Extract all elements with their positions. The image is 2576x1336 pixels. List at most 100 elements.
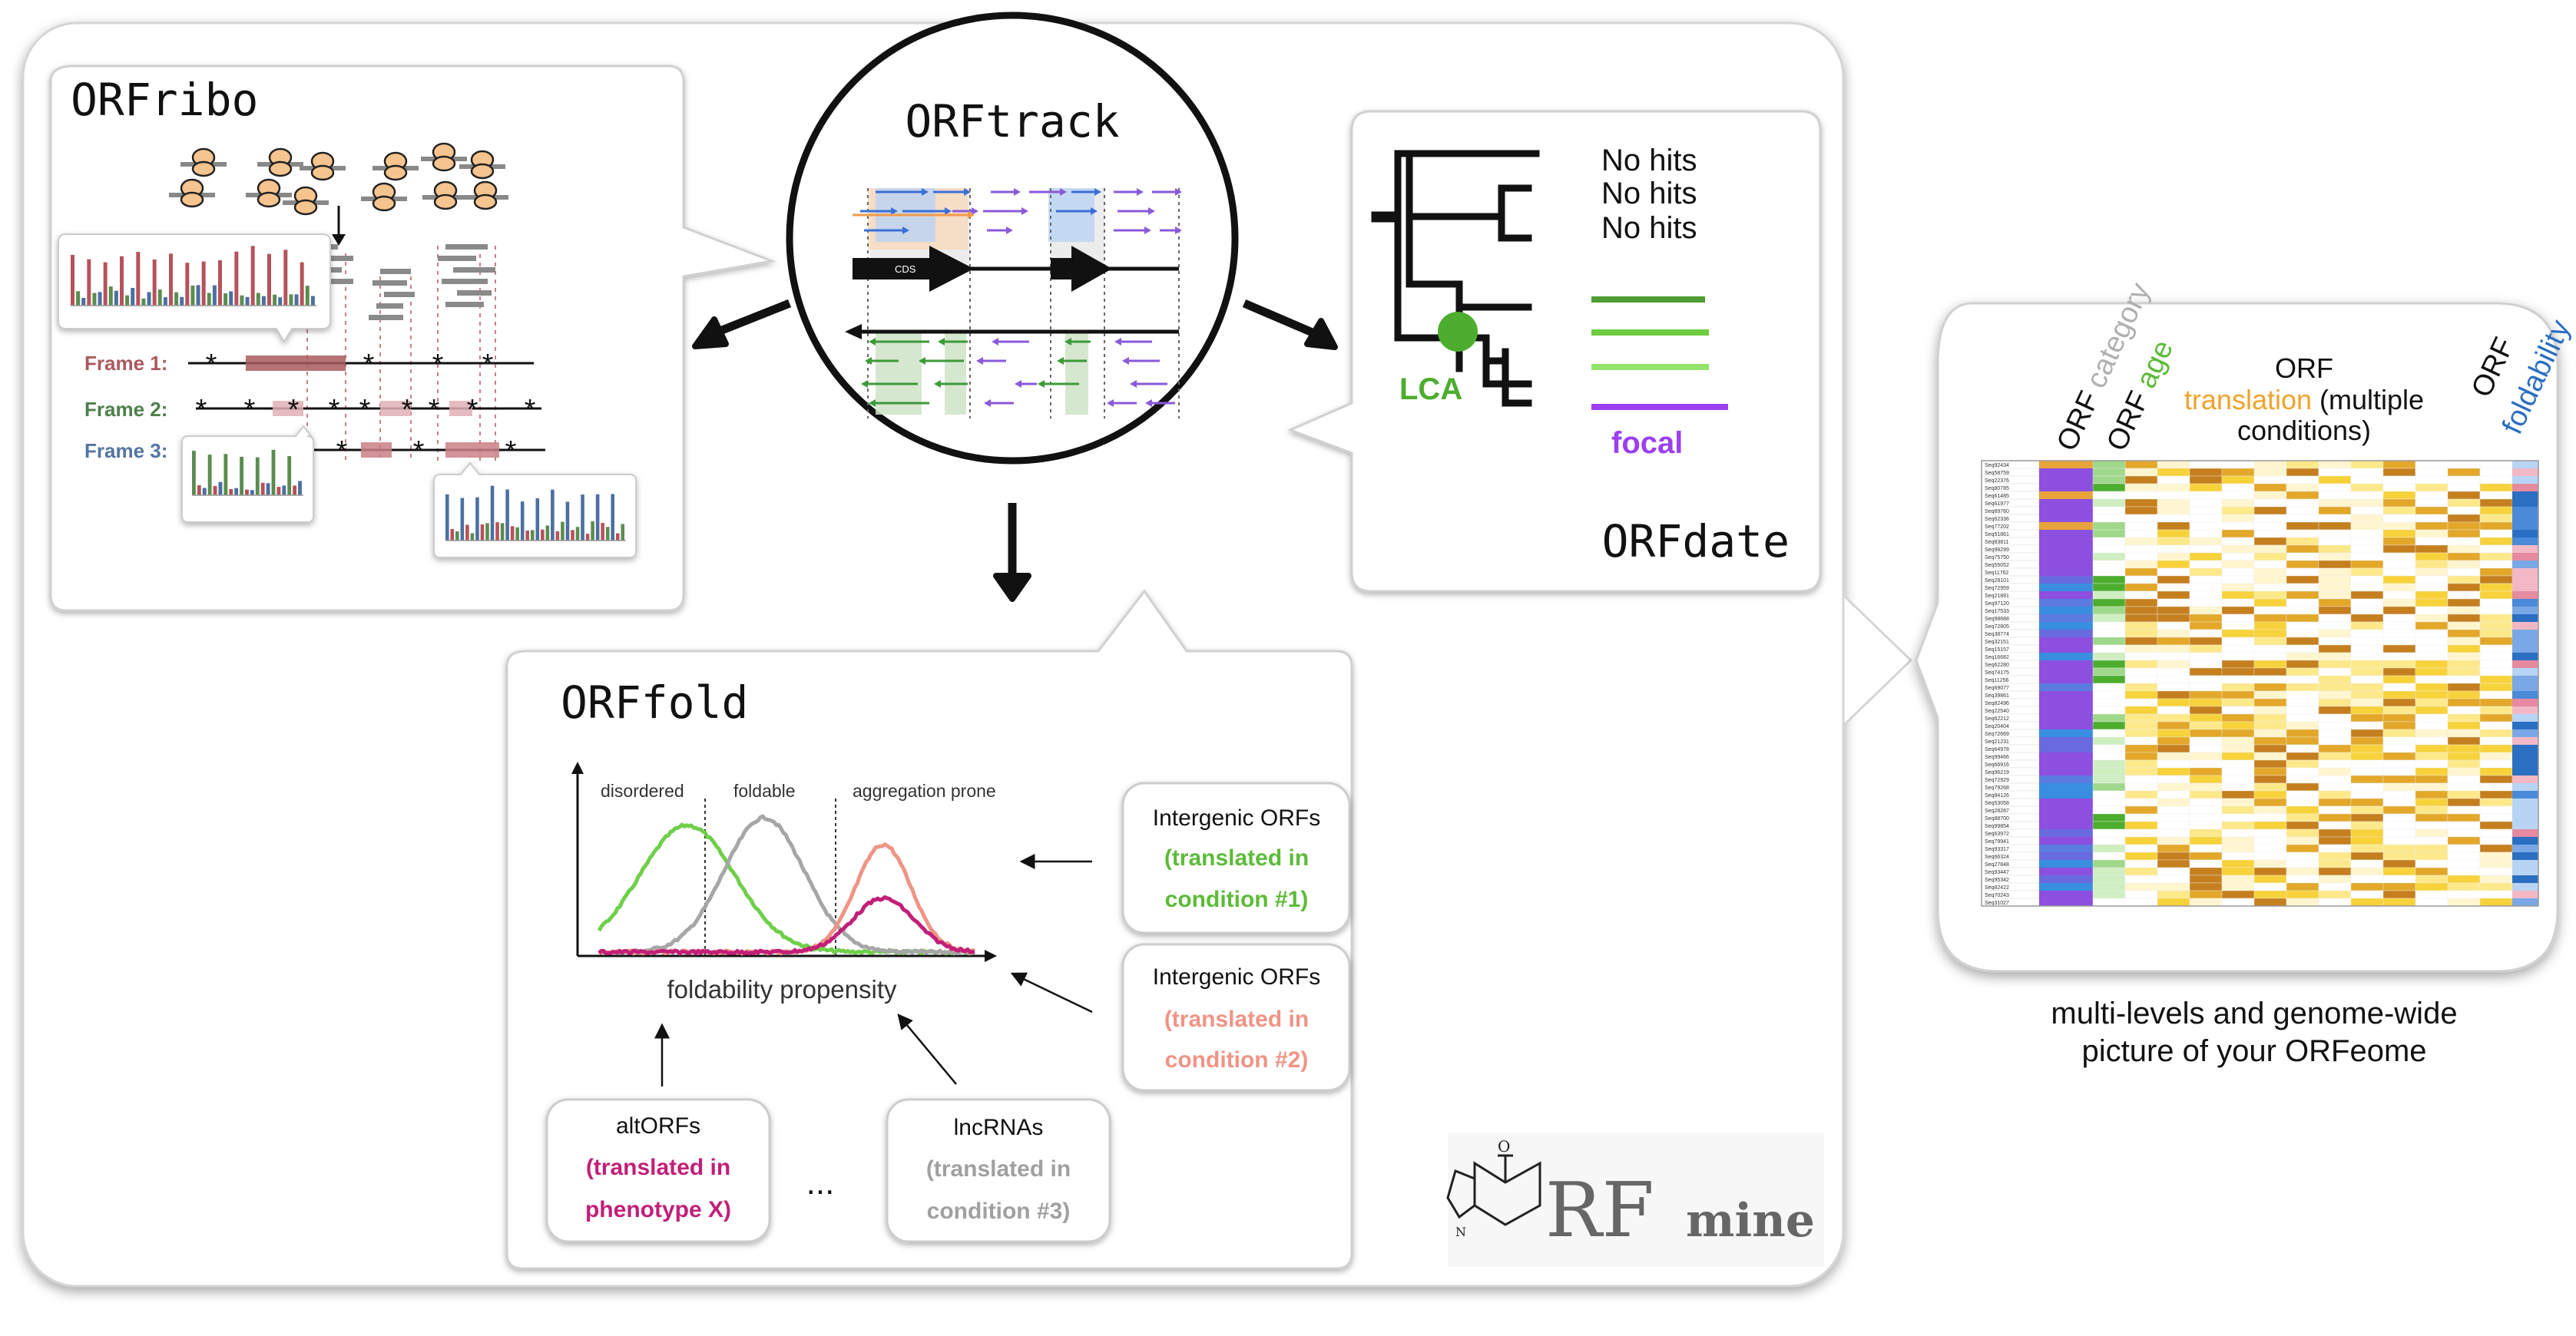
source-1-name: Intergenic ORFs	[1153, 805, 1320, 831]
mini-bar	[229, 291, 233, 306]
hm-cell	[2039, 622, 2093, 630]
stop-codon: *	[363, 349, 375, 381]
hm-cell	[2039, 783, 2093, 791]
mini-bar	[213, 485, 217, 495]
hm-cell	[2039, 507, 2093, 514]
mini-bar	[266, 483, 270, 495]
hm-cell	[2039, 860, 2093, 868]
hm-cell	[2039, 852, 2093, 860]
svg-text:Seq17533: Seq17533	[1985, 609, 2009, 614]
mini-bar	[465, 524, 469, 541]
logo-big: RF	[1545, 1167, 1654, 1255]
mini-bar	[245, 296, 250, 306]
mini-bar	[255, 457, 260, 495]
hm-cell	[2039, 822, 2093, 829]
stop-codon: *	[432, 349, 444, 381]
svg-text:Seq32151: Seq32151	[1985, 640, 2009, 645]
mini-bar	[276, 487, 281, 495]
svg-text:Seq70243: Seq70243	[1985, 893, 2009, 898]
hm-cell	[2039, 729, 2093, 737]
mini-bar	[260, 482, 265, 495]
stop-codon: *	[336, 435, 348, 468]
mini-bar	[300, 262, 304, 306]
hm-cell	[2039, 484, 2093, 491]
mini-bar	[71, 254, 74, 306]
hm-cell	[2039, 699, 2093, 706]
mini-bar	[240, 295, 244, 306]
orfdate-title: ORFdate	[1602, 515, 1790, 567]
hm-cell	[2039, 537, 2093, 545]
mini-bar	[561, 521, 565, 541]
hm-cell	[2039, 691, 2093, 699]
region-aggregation: aggregation prone	[853, 781, 996, 801]
hm-cell	[2039, 499, 2093, 507]
hm-cell	[2039, 645, 2093, 653]
hm-cell	[2039, 561, 2093, 568]
mini-bar	[495, 522, 499, 541]
mini-bar	[445, 494, 449, 541]
mini-bar	[283, 250, 288, 306]
hm-cell	[2039, 891, 2093, 898]
mini-bar	[515, 527, 519, 541]
mini-bar	[510, 526, 515, 541]
svg-text:Seq55052: Seq55052	[1985, 563, 2009, 568]
hm-cell	[2039, 868, 2093, 875]
mini-bar	[595, 494, 600, 541]
hm-cell	[2039, 553, 2093, 561]
svg-text:Seq61977: Seq61977	[1985, 501, 2009, 507]
lca-node	[1438, 312, 1478, 352]
mini-bar	[261, 296, 266, 306]
mini-bar	[615, 533, 620, 541]
mini-bar	[120, 256, 124, 306]
hm-cell	[2039, 752, 2093, 760]
mini-bar	[500, 523, 505, 541]
svg-text:Seq95342: Seq95342	[1985, 878, 2009, 883]
svg-text:Seq83811: Seq83811	[1985, 540, 2009, 545]
svg-text:Seq89760: Seq89760	[1985, 509, 2009, 514]
mini-bar	[81, 297, 86, 306]
mini-bar	[157, 289, 162, 306]
frame1-label: Frame 1:	[84, 352, 167, 375]
hm-cell	[2039, 476, 2093, 484]
stop-codon: *	[482, 349, 494, 381]
svg-text:Seq21231: Seq21231	[1985, 739, 2009, 745]
mini-bar	[131, 287, 135, 306]
svg-text:Seq72669: Seq72669	[1985, 732, 2009, 737]
svg-text:Seq62280: Seq62280	[1985, 663, 2009, 668]
hit-2: No hits	[1601, 177, 1697, 210]
svg-text:Seq99466: Seq99466	[1985, 755, 2009, 760]
stop-codon: *	[196, 394, 207, 426]
svg-text:Seq58759: Seq58759	[1985, 471, 2009, 476]
hm-cell	[2039, 491, 2093, 499]
svg-text:Seq72929: Seq72929	[1985, 778, 2009, 783]
source-box-3: altORFs (translated in phenotype X)	[545, 1098, 771, 1243]
hm-cell	[2039, 760, 2093, 768]
svg-text:Seq27848: Seq27848	[1985, 862, 2009, 868]
hm-cell	[2039, 791, 2093, 799]
mini-bar	[298, 481, 302, 495]
bar-popup-3	[433, 461, 637, 558]
mini-bar	[294, 294, 299, 306]
hm-cell	[2039, 637, 2093, 645]
hm-cell	[2039, 614, 2093, 622]
mini-bar	[565, 501, 570, 541]
hm-cell	[2039, 714, 2093, 722]
flow-arrows	[692, 299, 1338, 602]
svg-text:Seq28287: Seq28287	[1985, 809, 2009, 814]
svg-text:Seq79268: Seq79268	[1985, 785, 2009, 791]
stop-codon: *	[525, 394, 536, 426]
mini-bar	[114, 290, 118, 306]
mini-bar	[601, 523, 604, 541]
ribosome-icon	[169, 178, 215, 208]
mini-bar	[147, 292, 151, 306]
density-curve	[598, 895, 975, 956]
orf-box	[380, 401, 411, 416]
hm-cell	[2039, 737, 2093, 745]
hm-cell	[2039, 514, 2093, 522]
hm-cell	[2039, 530, 2093, 537]
mini-bar	[310, 296, 315, 306]
mini-bar	[293, 485, 297, 495]
mini-bar	[180, 296, 184, 306]
mini-bar	[223, 293, 228, 306]
svg-text:Seq15157: Seq15157	[1985, 647, 2009, 653]
